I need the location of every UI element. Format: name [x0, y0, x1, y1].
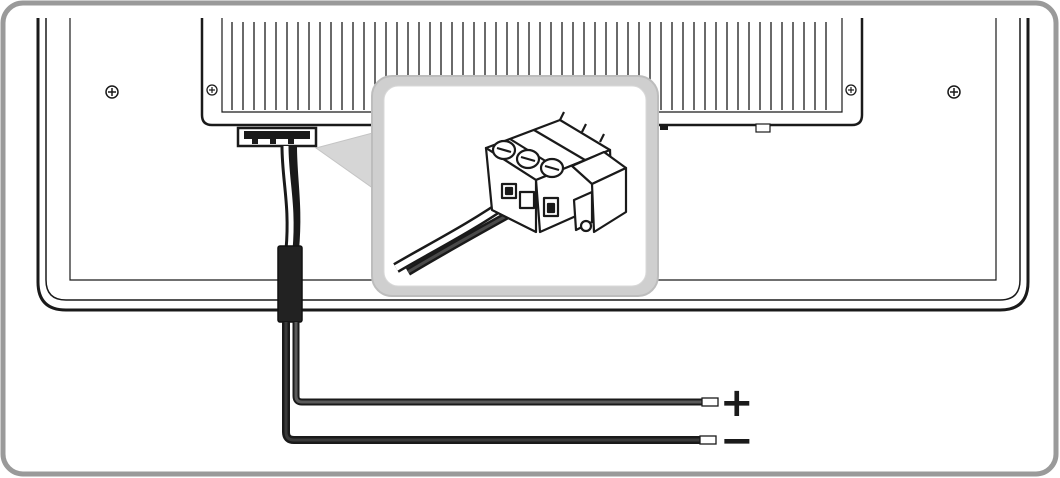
- screw-icon: [206, 84, 218, 96]
- heatsink-tab-small: [660, 124, 668, 130]
- screw-left: [105, 85, 119, 99]
- screw-icon: [947, 85, 961, 99]
- connector-callout: [371, 75, 659, 297]
- power-cable: [280, 145, 301, 251]
- negative-label: −: [720, 418, 754, 464]
- screw-right: [947, 85, 961, 99]
- wire-negative-tip: [699, 435, 717, 445]
- ferrite-core: [277, 245, 303, 323]
- terminal-block-connector-icon: [393, 111, 628, 276]
- heatsink-tab: [755, 123, 771, 133]
- device-power-connector: [236, 126, 318, 148]
- screw-icon: [105, 85, 119, 99]
- terminal-screw-slot: [496, 146, 512, 154]
- heatsink-screw-right: [845, 84, 857, 96]
- terminal-screw-slot: [544, 164, 560, 172]
- heatsink-screw-left: [206, 84, 218, 96]
- wire-negative: [282, 322, 717, 445]
- screw-icon: [845, 84, 857, 96]
- terminal-screw-slot: [520, 155, 536, 163]
- positive-label: +: [720, 380, 754, 426]
- wire-positive: [292, 322, 719, 407]
- wire-positive-tip: [701, 397, 719, 407]
